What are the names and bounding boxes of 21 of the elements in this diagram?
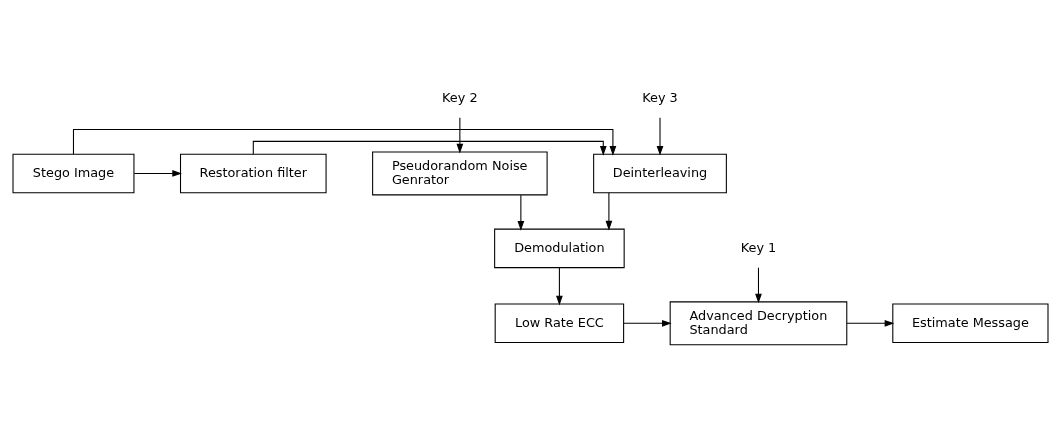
node-box: Low Rate ECC (494, 303, 625, 343)
node-box: Pseudorandom Noise Genrator (372, 151, 548, 195)
arrow (517, 194, 525, 231)
node-box: Estimate Message (892, 303, 1049, 343)
node-text: Key 2 (442, 89, 478, 105)
arrow (656, 116, 664, 156)
arrow (605, 191, 613, 231)
arrow (623, 319, 672, 327)
node-box: Deinterleaving (593, 153, 727, 193)
node-box: Stego Image (12, 153, 135, 193)
arrow (556, 266, 563, 305)
arrow (846, 319, 895, 327)
node-box: Restoration filter (179, 153, 327, 193)
arrow (72, 128, 617, 156)
node-box: Demodulation (494, 228, 625, 268)
node-text: Key 1 (740, 239, 777, 255)
node-text: Key 3 (642, 89, 678, 105)
node-box: Advanced Decryption Standard (669, 300, 848, 345)
arrow (755, 266, 762, 303)
arrow (456, 116, 464, 153)
arrow (133, 169, 182, 177)
